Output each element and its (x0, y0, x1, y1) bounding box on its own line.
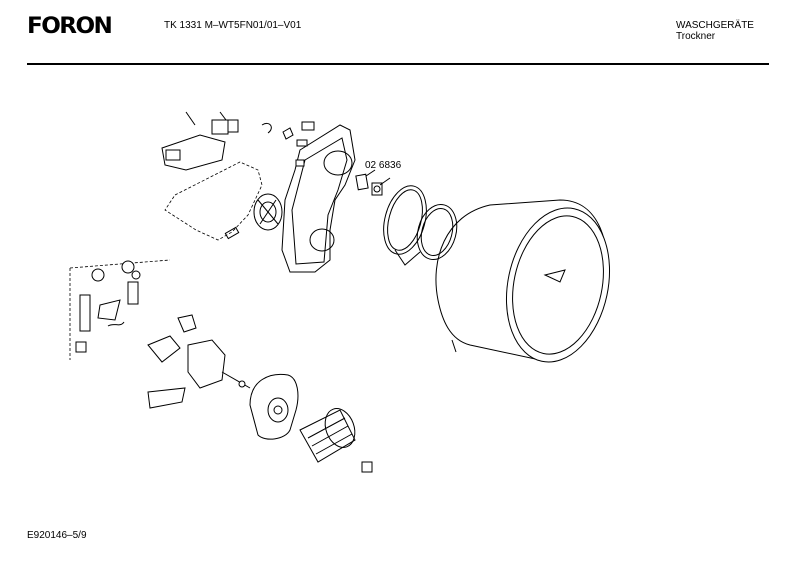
subcategory-title: Trockner (676, 31, 716, 42)
drum-part (435, 199, 611, 363)
part-number-label: 02 6836 (365, 160, 402, 171)
fan-wheel-lower (299, 408, 373, 473)
page-reference: E920146–5/9 (27, 530, 87, 541)
control-parts (75, 260, 141, 353)
document-number: TK 1331 M–WT5FN01/01–V01 (164, 20, 302, 31)
heater-block (161, 111, 294, 171)
category-title: WASCHGERÄTE (676, 20, 754, 31)
drum-seal-rings (383, 185, 458, 266)
header-divider (27, 63, 769, 65)
fan-housing-panel (281, 121, 356, 273)
fan-wheel-upper (224, 193, 283, 240)
fan-cover-plate (249, 373, 299, 440)
wiring-harness-outline (164, 161, 263, 241)
motor (147, 314, 251, 409)
brand-logo: FORON (27, 14, 113, 39)
control-group-outline (69, 259, 171, 269)
bearing-parts (355, 173, 391, 196)
